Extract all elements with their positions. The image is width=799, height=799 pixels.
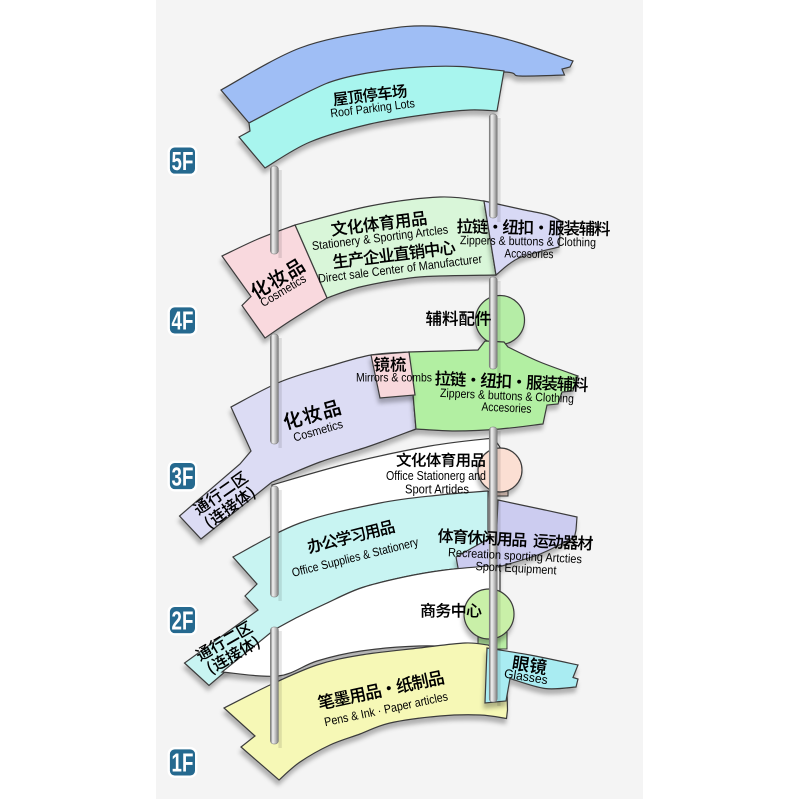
svg-text:Sport Equipment: Sport Equipment <box>475 559 557 577</box>
svg-text:Glasses: Glasses <box>503 667 549 688</box>
svg-text:Zippers & buttons & Clothing: Zippers & buttons & Clothing <box>440 386 574 406</box>
svg-text:5F: 5F <box>172 146 194 176</box>
svg-text:Zippers & buttons & Clothing: Zippers & buttons & Clothing <box>460 233 596 249</box>
svg-text:Accesories: Accesories <box>504 246 553 261</box>
svg-text:Accesories: Accesories <box>481 400 532 416</box>
svg-text:Office Stationerg and: Office Stationerg and <box>386 469 486 483</box>
svg-text:4F: 4F <box>172 306 194 336</box>
svg-text:3F: 3F <box>172 461 194 491</box>
svg-text:Mirrors & combs: Mirrors & combs <box>356 371 432 385</box>
svg-text:1F: 1F <box>172 748 194 778</box>
svg-text:Recreation sporting Artcties: Recreation sporting Artcties <box>448 545 583 566</box>
svg-text:2F: 2F <box>172 605 194 635</box>
svg-text:Sport Artides: Sport Artides <box>405 482 469 496</box>
